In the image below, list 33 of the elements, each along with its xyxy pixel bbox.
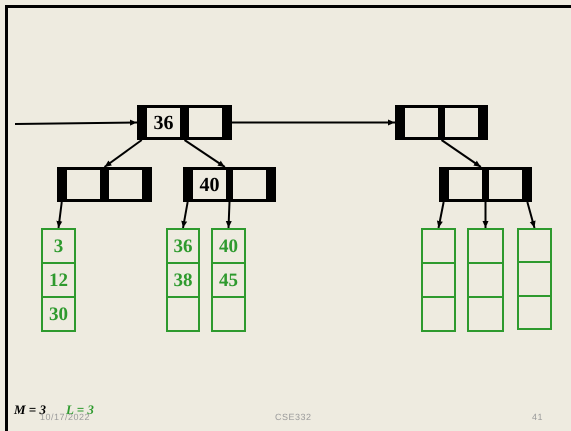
arrow [436,202,445,228]
internal-node [395,105,488,140]
arrow [181,202,189,228]
leaf-value: 45 [219,270,238,290]
leaf-node [166,228,200,332]
leaf-node [421,228,456,332]
arrow [232,120,395,126]
footer-text: CSE332 [275,411,312,424]
key-value: 40 [200,174,220,194]
arrow [482,202,488,228]
leaf-value: 40 [219,236,238,256]
arrow [440,139,482,168]
internal-node [137,105,232,140]
leaf-value: 30 [49,304,68,324]
arrow [226,202,232,228]
leaf-node [211,228,246,332]
leaf-node [517,228,552,330]
internal-node [183,167,276,202]
arrow [56,202,63,228]
arrow [184,139,226,168]
internal-node [57,167,152,202]
arrow [526,202,536,228]
leaf-value: 38 [174,270,192,290]
key-value: 36 [154,112,174,132]
leaf-value: 12 [49,270,68,290]
leaf-node [41,228,76,332]
arrow [104,139,142,168]
internal-node [439,167,532,202]
leaf-node [467,228,504,332]
page-number: 41 [532,411,544,424]
leaf-value: 3 [54,236,64,256]
leaf-value: 36 [174,236,192,256]
arrow [14,120,138,126]
